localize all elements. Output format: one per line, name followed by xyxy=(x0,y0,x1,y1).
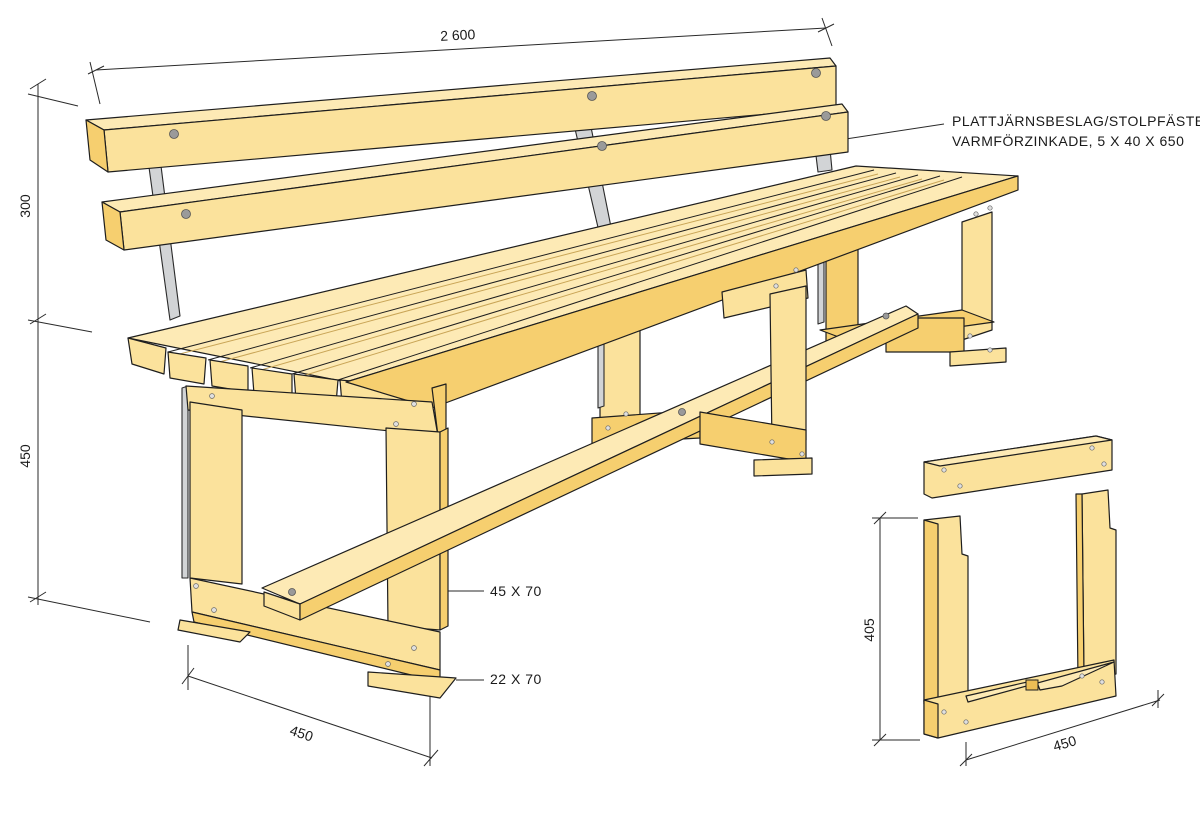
leg-callout: 45 X 70 xyxy=(490,583,542,599)
seat xyxy=(127,165,1019,409)
bracket-callout-line1: PLATTJÄRNSBESLAG/STOLPFÄSTEN, xyxy=(952,113,1200,129)
seat-height-dimension: 450 xyxy=(17,444,33,468)
back-height-dimension: 300 xyxy=(17,194,33,218)
foot-callout: 22 X 70 xyxy=(490,671,542,687)
frame-height-dimension: 405 xyxy=(861,618,877,642)
backrest xyxy=(85,57,849,251)
exploded-frame xyxy=(923,435,1117,739)
front-frame xyxy=(177,267,919,699)
dimension-lines xyxy=(27,17,1165,767)
seat-depth-dimension: 450 xyxy=(288,722,315,745)
frame-width-dimension: 450 xyxy=(1051,732,1078,754)
bracket-callout-line2: VARMFÖRZINKADE, 5 X 40 X 650 xyxy=(952,132,1184,149)
length-dimension: 2 600 xyxy=(440,26,476,44)
